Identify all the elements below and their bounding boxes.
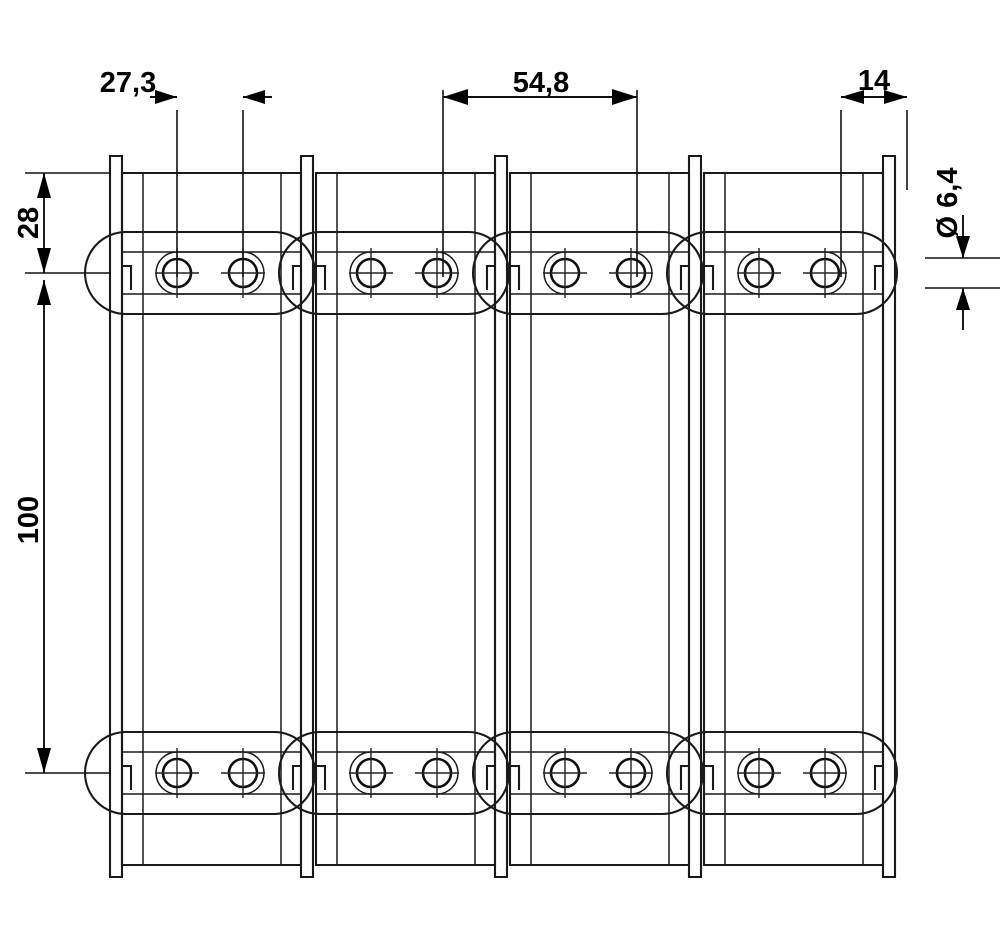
dimension-label-27-3: 27,3 [100, 67, 156, 99]
projection-lines [176, 90, 908, 277]
dimension-27-3: 27,3 [100, 67, 272, 104]
module-3 [472, 154, 704, 879]
dimension-54-8: 54,8 [443, 67, 637, 105]
dimension-label-100: 100 [13, 496, 45, 544]
dimension-100: 100 [13, 280, 110, 774]
dimension-28: 28 [13, 172, 110, 274]
module-4 [666, 154, 898, 879]
dimension-label-dia-6-4: Ø 6,4 [932, 168, 964, 239]
dimension-label-28: 28 [13, 207, 45, 239]
dimension-dia-6-4: Ø 6,4 [925, 168, 1000, 330]
hole-centre-marks [155, 248, 847, 798]
dimension-label-54-8: 54,8 [513, 67, 569, 99]
part-geometry [84, 90, 908, 879]
dimension-14: 14 [841, 65, 907, 104]
mounting-holes [161, 257, 841, 789]
dimension-label-14: 14 [858, 65, 890, 97]
